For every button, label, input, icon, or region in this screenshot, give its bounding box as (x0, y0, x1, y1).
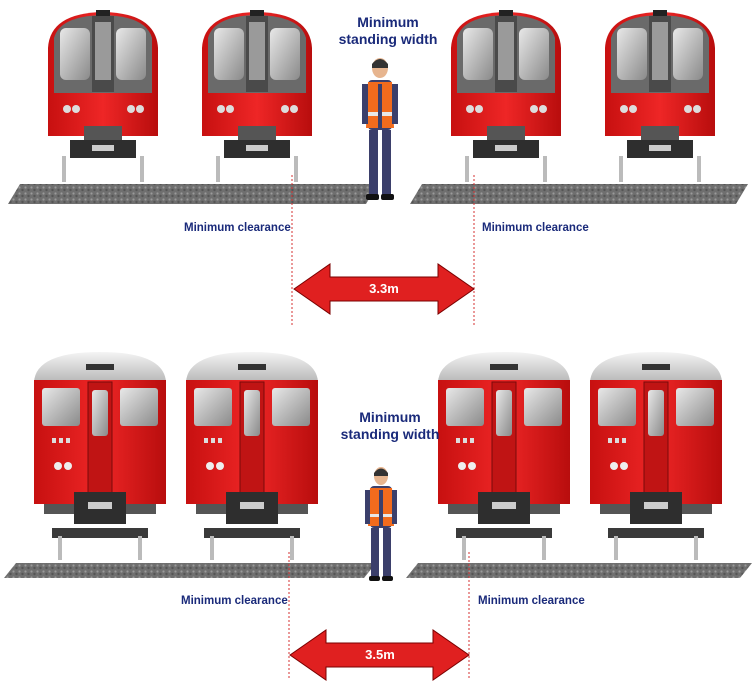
standing-width-label-top: Minimum standing width (338, 14, 438, 47)
train-top-2 (202, 10, 312, 182)
worker-figure-bottom (365, 467, 397, 581)
train-bottom-2 (186, 352, 318, 560)
worker-figure-top (362, 58, 398, 200)
distance-arrow-top (293, 263, 475, 315)
train-top-1 (48, 10, 158, 182)
clearance-label-top-left: Minimum clearance (184, 222, 291, 234)
train-bottom-1 (34, 352, 166, 560)
ballast-left-bottom (4, 563, 376, 578)
ballast-left-top (8, 184, 378, 204)
distance-label-bottom: 3.5m (365, 647, 395, 662)
top-panel (8, 10, 748, 325)
clearance-label-bottom-right: Minimum clearance (478, 595, 585, 607)
train-bottom-4 (590, 352, 722, 560)
train-top-4 (605, 10, 715, 182)
clearance-label-bottom-left: Minimum clearance (181, 595, 288, 607)
distance-label-top: 3.3m (369, 281, 399, 296)
train-top-3 (451, 10, 561, 182)
train-bottom-3 (438, 352, 570, 560)
ballast-right-bottom (406, 563, 752, 578)
clearance-label-top-right: Minimum clearance (482, 222, 589, 234)
ballast-right-top (410, 184, 748, 204)
distance-arrow-bottom (289, 629, 470, 681)
bottom-panel (4, 352, 752, 681)
standing-width-label-bottom: Minimum standing width (340, 409, 440, 442)
